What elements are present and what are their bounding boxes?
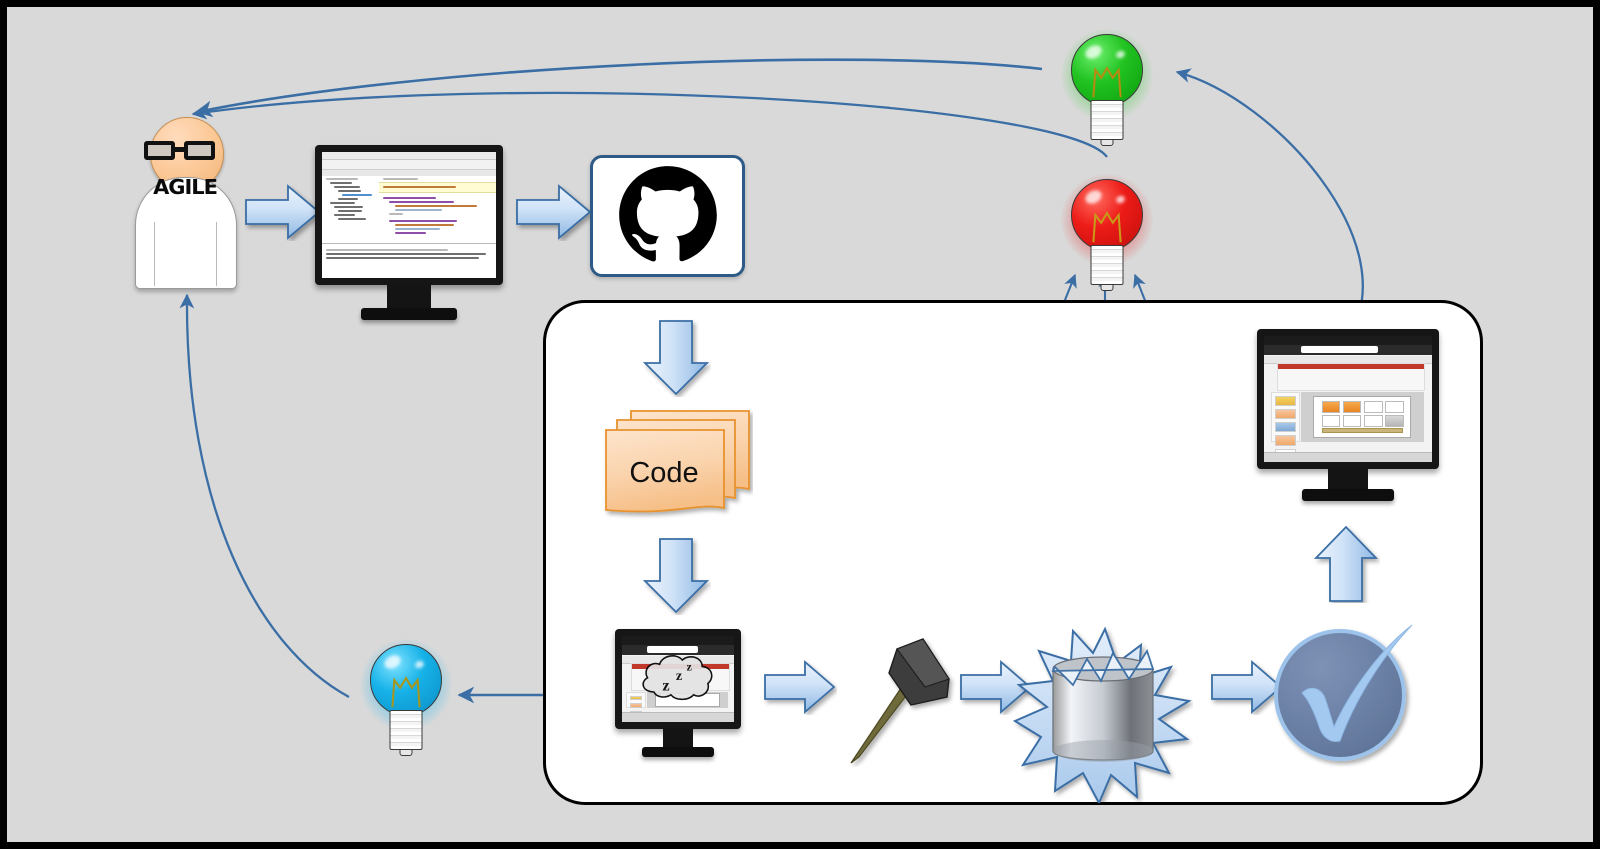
red-bulb-globe <box>1071 179 1143 251</box>
bulb-cap <box>1090 245 1124 285</box>
svg-text:z: z <box>687 660 693 674</box>
arrow-ide-to-github <box>516 184 592 240</box>
edge-blue-to-developer <box>179 293 350 699</box>
arrow-break-to-pass <box>1211 660 1283 714</box>
code-label: Code <box>629 457 699 489</box>
bulb-tip <box>1100 139 1114 146</box>
bulb-tip <box>1100 284 1114 291</box>
github-tile[interactable] <box>590 155 745 277</box>
ide-monitor[interactable] <box>315 145 503 320</box>
status-bulb-red[interactable] <box>1053 170 1161 291</box>
shirt-label: AGILE <box>153 175 218 199</box>
github-octocat-icon <box>618 166 717 262</box>
edge-green-to-developer <box>195 58 1043 118</box>
green-bulb-globe <box>1071 34 1143 106</box>
document-stack-icon <box>605 410 750 513</box>
glasses-icon <box>144 139 230 163</box>
code-document-stack[interactable]: Code <box>603 405 753 521</box>
blue-bulb-globe <box>370 644 442 716</box>
svg-text:z: z <box>662 676 669 695</box>
broken-build-icon[interactable] <box>1013 623 1193 803</box>
arrow-dev-to-ide <box>245 184 321 240</box>
bulb-tip <box>399 749 413 756</box>
filament-icon <box>391 676 421 708</box>
tests-passed-icon[interactable] <box>1272 617 1422 767</box>
bulb-cap <box>389 710 423 750</box>
filament-icon <box>1092 66 1122 98</box>
hammer-icon[interactable] <box>839 627 959 767</box>
arrow-build-to-break <box>960 660 1032 714</box>
developer-shirt <box>135 177 237 289</box>
arrow-github-to-code <box>642 320 710 396</box>
filament-icon <box>1092 211 1122 243</box>
report-monitor[interactable] <box>1257 329 1439 507</box>
powerpoint-screen <box>1264 336 1432 462</box>
sleep-cloud-icon: z z z <box>642 655 713 701</box>
bulb-cap <box>1090 100 1124 140</box>
edge-report-to-green <box>1175 68 1364 338</box>
arrow-monitor-to-build <box>764 660 836 714</box>
arrow-pass-to-report <box>1313 525 1379 602</box>
developer-figure[interactable]: AGILE <box>135 117 237 289</box>
arrow-code-to-monitor <box>642 538 710 614</box>
sleeping-build-monitor[interactable]: z z z <box>615 629 741 759</box>
status-bulb-blue[interactable] <box>352 635 460 756</box>
ide-screen <box>322 152 496 278</box>
status-bulb-green[interactable] <box>1053 25 1161 146</box>
svg-text:z: z <box>676 668 682 684</box>
